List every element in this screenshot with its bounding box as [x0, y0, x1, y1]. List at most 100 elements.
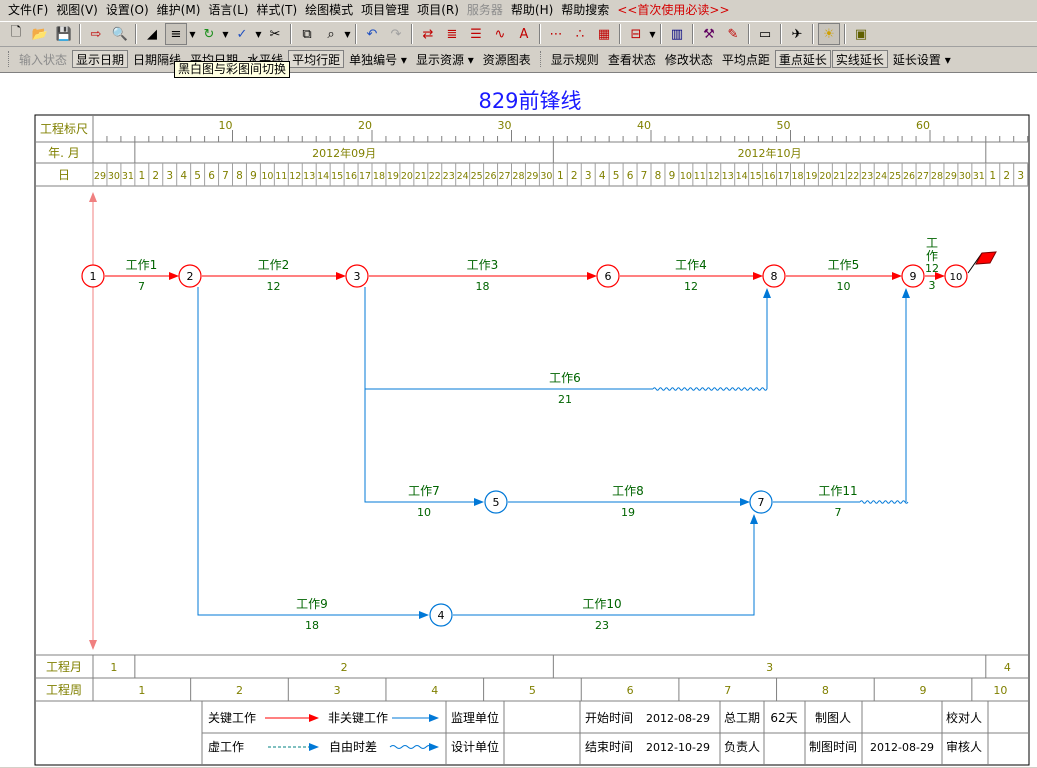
- menu-item-0[interactable]: 文件(F): [8, 3, 49, 17]
- chevron-down-icon[interactable]: ▼: [189, 29, 196, 39]
- toolbar2-button-6[interactable]: 单独编号 ▾: [349, 53, 407, 67]
- tools-icon: ⚒: [703, 26, 715, 42]
- text-icon: A: [519, 26, 529, 42]
- task-name-5-a: 工: [926, 236, 938, 250]
- chevron-down-icon[interactable]: ▼: [255, 29, 262, 39]
- task-duration-4: 10: [837, 280, 851, 293]
- refresh-button[interactable]: ↻: [198, 23, 220, 45]
- menu-item-7[interactable]: 项目管理: [361, 3, 410, 17]
- refresh-icon: ↻: [203, 26, 215, 42]
- cut-button[interactable]: ✂: [264, 23, 286, 45]
- day-number: 7: [222, 170, 229, 182]
- books-button[interactable]: ▥: [666, 23, 688, 45]
- node-label-1: 1: [90, 270, 97, 283]
- toolbar-grip[interactable]: [8, 51, 11, 67]
- nodes2-icon: ∴: [575, 26, 585, 42]
- footer-month: 1: [110, 661, 117, 674]
- toolbar2-button-2[interactable]: 日期隔线: [133, 53, 182, 67]
- task-float-6: [652, 387, 768, 391]
- toolbar-separator: [812, 24, 814, 44]
- toolbar2-button-13[interactable]: 重点延长: [774, 50, 831, 68]
- toolbar2-button-8[interactable]: 资源图表: [482, 53, 531, 67]
- node-7: [749, 490, 773, 514]
- day-number: 9: [669, 170, 676, 182]
- node-label-2: 2: [187, 270, 194, 283]
- folder-button[interactable]: ▣: [850, 23, 872, 45]
- menu-item-10[interactable]: 帮助(H): [510, 3, 554, 17]
- new-file-button[interactable]: 🗋: [5, 23, 27, 45]
- triangle-button[interactable]: ◢: [141, 23, 163, 45]
- toolbar2-button-7[interactable]: 显示资源 ▾: [415, 53, 474, 67]
- tools-button[interactable]: ⚒: [698, 23, 720, 45]
- chevron-down-icon[interactable]: ▼: [649, 29, 656, 39]
- toolbar-separator: [539, 24, 541, 44]
- bw-color-toggle-button[interactable]: ≡: [165, 23, 187, 45]
- nodes-button[interactable]: ⋯: [545, 23, 567, 45]
- lines-button[interactable]: ≣: [441, 23, 463, 45]
- text-button[interactable]: A: [513, 23, 535, 45]
- legend-virtual: 虚工作: [208, 740, 244, 754]
- network-button[interactable]: ⇄: [417, 23, 439, 45]
- chevron-down-icon[interactable]: ▼: [222, 29, 229, 39]
- day-number: 29: [94, 171, 106, 182]
- task-duration-10: 18: [305, 619, 319, 632]
- toolbar-grip[interactable]: [539, 51, 543, 67]
- align-button[interactable]: ⊟: [625, 23, 647, 45]
- curve-button[interactable]: ∿: [489, 23, 511, 45]
- toolbar2-button-15[interactable]: 延长设置 ▾: [892, 53, 951, 67]
- toolbar2-button-10[interactable]: 查看状态: [607, 53, 656, 67]
- menu-item-9[interactable]: 服务器: [466, 3, 503, 17]
- copy-button[interactable]: ⧉: [296, 23, 318, 45]
- task-duration-11: 23: [595, 619, 609, 632]
- list-button[interactable]: ☰: [465, 23, 487, 45]
- monitor-button[interactable]: ▭: [754, 23, 776, 45]
- reviewer-label: 审核人: [946, 739, 982, 754]
- footer-month-label: 工程月: [46, 659, 82, 674]
- task-float-11: [859, 500, 909, 504]
- menu-item-6[interactable]: 绘图模式: [305, 3, 354, 17]
- task-line-6: [364, 287, 653, 390]
- menu-item-12[interactable]: <<首次使用必读>>: [617, 3, 730, 17]
- menu-item-8[interactable]: 项目(R): [417, 3, 459, 17]
- menu-item-1[interactable]: 视图(V): [56, 3, 98, 17]
- menu-item-4[interactable]: 语言(L): [208, 3, 249, 17]
- bulb-icon: ☀: [823, 26, 835, 42]
- toolbar2-button-5[interactable]: 平均行距: [288, 50, 345, 68]
- find-button[interactable]: ⌕: [320, 23, 342, 45]
- day-number: 24: [875, 171, 887, 182]
- print-preview-button[interactable]: 🔍: [109, 23, 131, 45]
- toolbar2-button-1[interactable]: 显示日期: [72, 50, 129, 68]
- task-name-2: 工作3: [467, 258, 499, 272]
- footer-week: 6: [627, 684, 634, 697]
- menu-item-2[interactable]: 设置(O): [105, 3, 149, 17]
- pen-button[interactable]: ✎: [722, 23, 744, 45]
- day-number: 23: [861, 171, 873, 182]
- check-button[interactable]: ✓: [231, 23, 253, 45]
- toolbar2-button-9[interactable]: 显示规则: [550, 53, 599, 67]
- day-number: 14: [736, 171, 748, 182]
- toolbar2-button-12[interactable]: 平均点距: [721, 53, 770, 67]
- open-folder-button[interactable]: 📂: [29, 23, 51, 45]
- node-label-7: 7: [758, 496, 765, 509]
- chart-button[interactable]: ▦: [593, 23, 615, 45]
- undo-button[interactable]: ↶: [361, 23, 383, 45]
- day-number: 29: [945, 171, 957, 182]
- toolbar2-button-11[interactable]: 修改状态: [664, 53, 713, 67]
- menu-item-5[interactable]: 样式(T): [256, 3, 298, 17]
- nodes2-button[interactable]: ∴: [569, 23, 591, 45]
- legend-float: 自由时差: [329, 740, 377, 754]
- chevron-down-icon[interactable]: ▼: [344, 29, 351, 39]
- export-button[interactable]: ⇨: [85, 23, 107, 45]
- toolbar2-button-14[interactable]: 实线延长: [831, 50, 888, 68]
- day-number: 18: [373, 171, 385, 182]
- owner-label: 负责人: [724, 740, 760, 754]
- supervisor-label: 监理单位: [451, 710, 499, 725]
- redo-button[interactable]: ↷: [385, 23, 407, 45]
- bulb-button[interactable]: ☀: [818, 23, 840, 45]
- save-button[interactable]: 💾: [53, 23, 75, 45]
- menu-item-3[interactable]: 维护(M): [156, 3, 201, 17]
- menu-item-11[interactable]: 帮助搜索: [561, 3, 610, 17]
- task-name-0: 工作1: [126, 258, 158, 272]
- plane-button[interactable]: ✈: [786, 23, 808, 45]
